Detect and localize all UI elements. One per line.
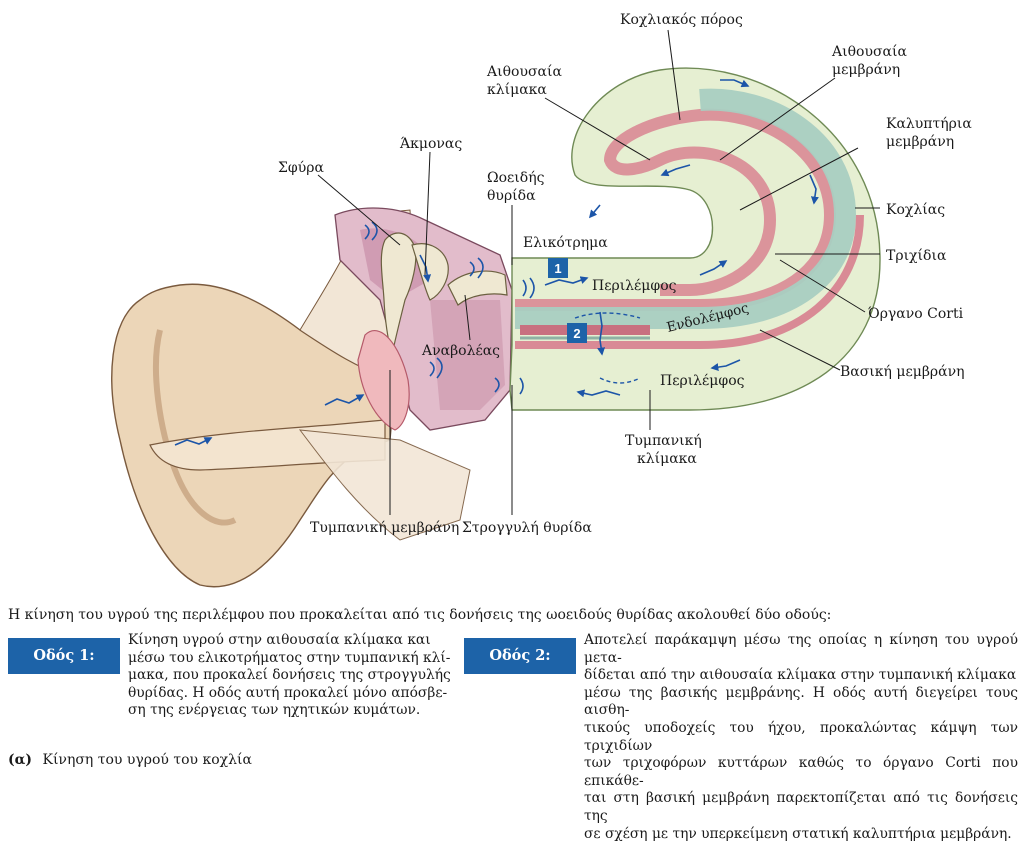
route-2-line: Αποτελεί παράκαμψη μέσω της οποίας η κίν… — [584, 632, 1018, 666]
label-tympaniki-klimaka-2: κλίμακα — [637, 450, 697, 467]
marker-2: 2 — [567, 323, 587, 343]
route-1-line: μακα, που προκαλεί δονήσεις της στρογγυλ… — [128, 667, 451, 684]
route-1-line: ση της ενέργειας των ηχητικών κυμάτων. — [128, 702, 421, 719]
label-oeidis-thyrida-2: θυρίδα — [487, 187, 536, 204]
label-kalyptiria-membrani-1: Καλυπτήρια — [886, 116, 972, 132]
label-elikotrima: Ελικότρημα — [523, 235, 608, 251]
route-2-line: σε σχέση με την υπερκείμενη στατική καλυ… — [584, 825, 1012, 842]
label-koxliakos-poros: Κοχλιακός πόρος — [620, 12, 743, 28]
panel-caption: (α) Κίνηση του υγρού του κοχλία — [8, 752, 408, 769]
label-aithousaia-klimaka-2: κλίμακα — [487, 81, 547, 98]
label-aithousaia-membrani-2: μεμβράνη — [832, 62, 900, 78]
route-2-line: δίδεται από την αιθουσαία κλίμακα στην τ… — [584, 667, 1017, 684]
route-2-line: τικούς υποδοχείς του ήχου, προκαλώντας κ… — [584, 719, 1018, 754]
route-2-line: των τριχοφόρων κυττάρων καθώς το όργανο … — [584, 755, 1018, 789]
route-2-line: ται στη βασική μεμβράνη παρεκτοπίζεται α… — [584, 790, 1018, 824]
label-kalyptiria-membrani-2: μεμβράνη — [886, 134, 954, 150]
cochlea — [509, 67, 881, 411]
label-akmonas: Άκμονας — [399, 136, 462, 152]
label-perilemfos-bottom: Περιλέμφος — [660, 372, 745, 389]
cochlea-fluid-diagram: 1 2 Κοχλιακός πόρος Αιθουσαία μεμβράνη Α… — [111, 12, 972, 588]
label-vasiki-membrani: Βασική μεμβράνη — [840, 364, 965, 380]
label-aithousaia-klimaka-1: Αιθουσαία — [486, 63, 562, 80]
label-anavoleas: Αναβολέας — [421, 342, 500, 359]
route-1-line: Κίνηση υγρού στην αιθουσαία κλίμακα και — [128, 632, 431, 648]
marker-1: 1 — [548, 258, 568, 278]
svg-text:1: 1 — [554, 261, 561, 276]
label-stroggyli-thyrida: Στρογγυλή θυρίδα — [462, 519, 592, 536]
route-1-line: μέσω του ελικοτρήματος στην τυμπανική κλ… — [128, 649, 451, 666]
route-2-text: Αποτελεί παράκαμψη μέσω της οποίας η κίν… — [584, 632, 1018, 843]
label-koxlias: Κοχλίας — [886, 201, 945, 218]
route-1-text: Κίνηση υγρού στην αιθουσαία κλίμακα και … — [128, 632, 468, 720]
label-oeidis-thyrida-1: Ωοειδής — [487, 170, 545, 186]
route-2-label: Οδός 2: — [464, 638, 576, 674]
label-sfyra: Σφύρα — [278, 160, 324, 176]
label-organo-corti: Όργανο Corti — [868, 306, 964, 322]
panel-letter: (α) — [8, 752, 33, 768]
svg-text:2: 2 — [573, 326, 580, 341]
label-perilemfos-top: Περιλέμφος — [592, 277, 677, 294]
route-2-line: μέσω της βασικής μεμβράνης. Η οδός αυτή … — [584, 684, 1018, 719]
route-1-line: θυρίδας. Η οδός αυτή προκαλεί μόνο απόσβ… — [128, 684, 448, 701]
route-1-label: Οδός 1: — [8, 638, 120, 674]
stapes — [447, 270, 508, 306]
label-aithousaia-membrani-1: Αιθουσαία — [831, 43, 907, 60]
caption-intro: Η κίνηση του υγρού της περιλέμφου που πρ… — [8, 607, 832, 623]
leader-lines — [317, 29, 880, 515]
panel-title: Κίνηση του υγρού του κοχλία — [42, 752, 252, 768]
label-tympaniki-klimaka-1: Τυμπανική — [625, 433, 702, 449]
middle-ear — [334, 207, 513, 431]
eardrum — [357, 329, 410, 431]
label-trixidia: Τριχίδια — [886, 247, 947, 264]
label-tympaniki-membrani: Τυμπανική μεμβράνη — [310, 520, 459, 536]
